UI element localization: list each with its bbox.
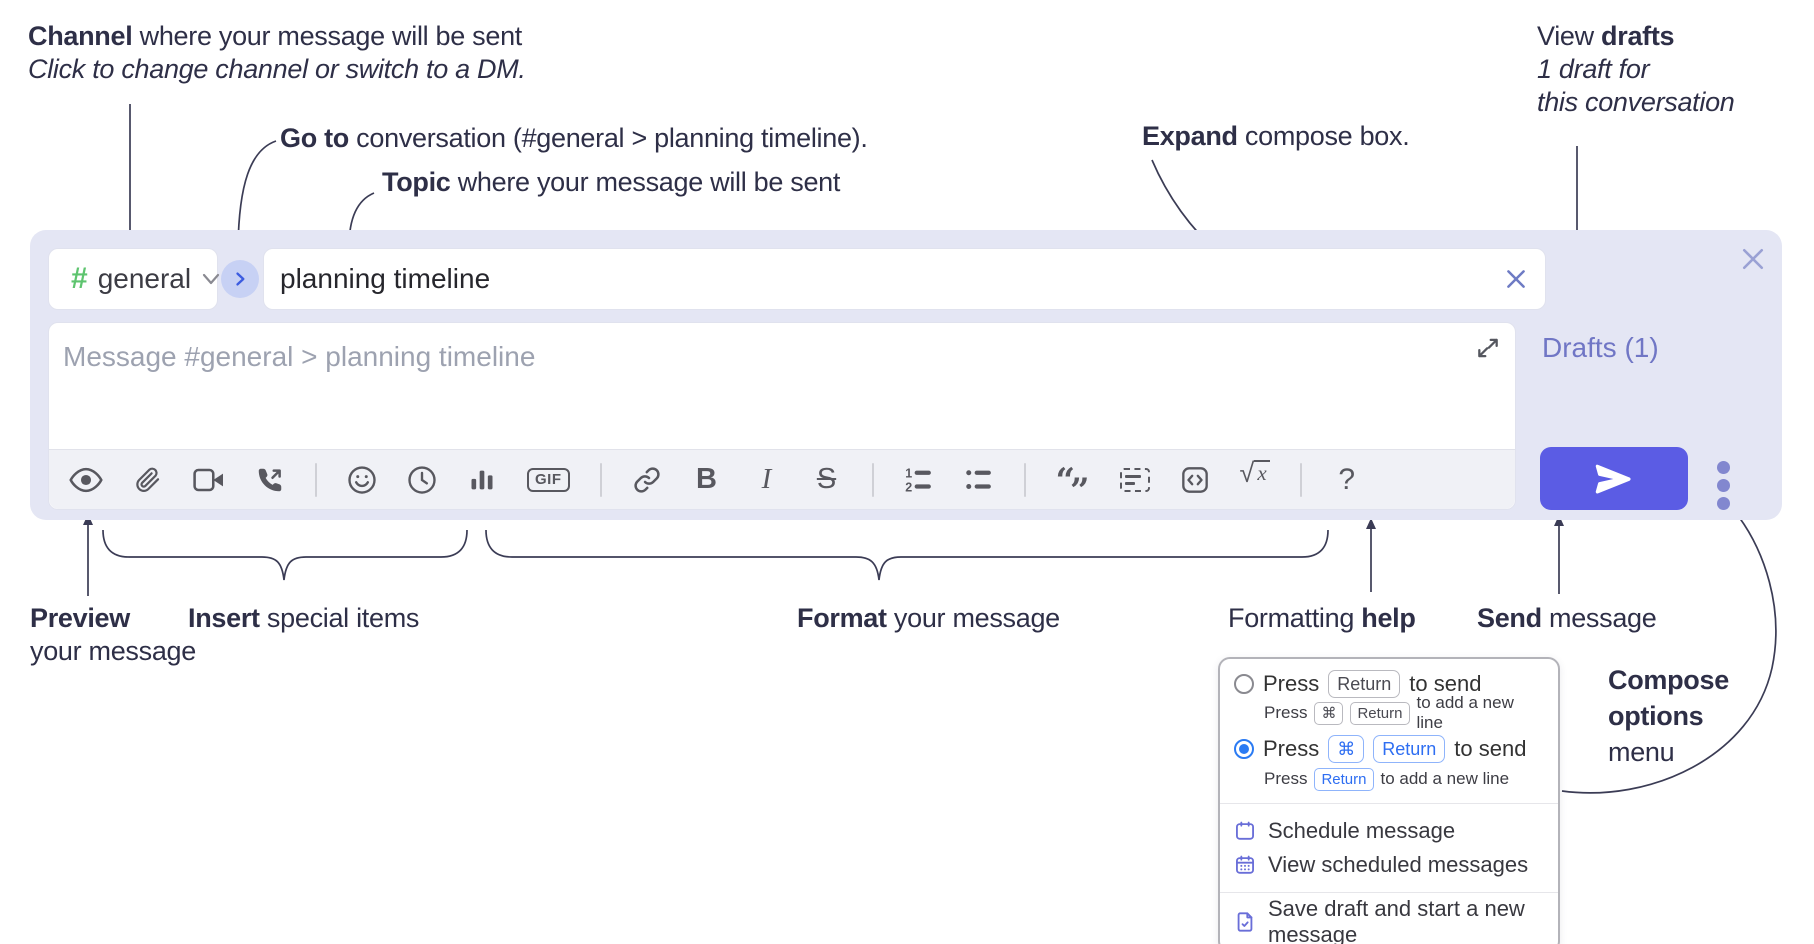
return-key: Return [1328,670,1401,698]
toolbar-divider [599,462,602,497]
calendar-icon [1234,820,1256,842]
send-plane-icon [1594,463,1634,495]
quote-glyphs: “ ” [1055,460,1090,511]
svg-text:2: 2 [905,480,912,494]
option-text: to send [1409,671,1482,696]
quote-icon[interactable]: “ ” [1055,460,1090,511]
toolbar-divider [871,462,874,497]
sqrt-glyph: √ [1239,457,1255,488]
drafts-link[interactable]: Drafts (1) [1542,332,1659,363]
radio-unselected[interactable] [1234,674,1254,694]
chevron-down-icon [201,272,221,286]
goto-annotation: Go to conversation (#general > planning … [280,123,868,153]
close-compose-icon[interactable] [1738,244,1768,274]
menu-item-label: View scheduled messages [1268,852,1529,877]
expand-annotation: Expand compose box. [1142,121,1410,151]
send-annotation: Send message [1477,603,1657,633]
audio-call-icon[interactable] [255,460,285,500]
attach-paperclip-icon[interactable] [133,460,163,500]
gif-label: GIF [527,467,570,492]
menu-item-label: Save draft and start a new message [1268,896,1525,944]
option-text: Press [1263,736,1320,761]
toolbar-divider [1023,462,1026,497]
toolbar-divider [315,462,317,497]
topic-annotation: Topic where your message will be sent [382,167,841,197]
option-enter-to-send[interactable]: Press Return to send [1234,669,1544,699]
format-brace [485,529,1329,581]
draft-check-icon [1234,911,1256,933]
menu-item-view-scheduled-messages[interactable]: View scheduled messages [1234,848,1544,882]
compose-options-popup: Press Return to send Press ⌘ Return to a… [1218,657,1560,944]
toolbar-divider [1299,462,1302,497]
clear-topic-icon[interactable] [1503,266,1529,292]
send-button[interactable] [1540,447,1688,510]
draft-section: Save draft and start a new message [1220,892,1558,944]
link-icon[interactable] [632,460,662,500]
insert-annotation: Insert special items [188,603,420,633]
expand-compose-icon[interactable] [1475,335,1501,361]
format-annotation: Format your message [797,603,1060,633]
insert-brace [102,529,468,581]
topic-field [263,248,1546,310]
return-key: Return [1314,767,1374,791]
chevron-right-icon [230,269,250,289]
compose-toolbar: GIF B I S 1 2 [49,449,1515,511]
bold-icon[interactable]: B [696,463,717,495]
numbered-list-icon[interactable]: 1 2 [904,460,934,500]
compose-box: # general Message #general > planning ti… [30,230,1782,520]
return-key: Return [1350,701,1410,725]
gif-icon[interactable]: GIF [527,460,570,500]
math-icon[interactable]: √x [1239,457,1270,500]
poll-chart-icon[interactable] [467,460,497,500]
strikethrough-icon[interactable]: S [816,463,837,495]
return-key: Return [1373,735,1446,763]
spoiler-icon[interactable] [1119,460,1150,500]
message-placeholder: Message #general > planning timeline [63,341,536,372]
schedule-section: Schedule message View scheduled messages [1220,803,1558,892]
go-to-conversation-button[interactable] [221,260,259,298]
option-text: to send [1454,736,1527,761]
compose-options-annotation: Compose options menu [1608,665,1729,767]
channel-selector[interactable]: # general [48,248,221,310]
formatting-help-annotation: Formatting help [1228,603,1416,633]
channel-name: general [97,263,192,294]
send-shortcut-options: Press Return to send Press ⌘ Return to a… [1220,659,1558,803]
math-var-glyph: x [1254,459,1270,485]
option-cmd-enter-to-send-hint: Press Return to add a new line [1264,767,1544,791]
cmd-key: ⌘ [1328,735,1365,763]
view-drafts-annotation: View drafts 1 draft for this conversatio… [1537,21,1735,117]
menu-item-schedule-message[interactable]: Schedule message [1234,814,1544,848]
spoiler-glyph [1119,467,1150,492]
channel-hash-icon: # [71,262,88,295]
emoji-smiley-icon[interactable] [347,460,377,500]
radio-selected[interactable] [1234,739,1254,759]
menu-item-label: Schedule message [1268,818,1456,843]
compose-options-dots-icon[interactable] [1717,461,1730,510]
video-call-icon[interactable] [193,460,225,500]
bulleted-list-icon[interactable] [964,460,994,500]
calendar-grid-icon [1234,854,1256,876]
topic-input[interactable] [278,262,1503,296]
code-icon[interactable] [1180,460,1210,500]
option-cmd-enter-to-send[interactable]: Press ⌘ Return to send [1234,733,1544,765]
help-icon[interactable]: ? [1338,462,1355,496]
option-enter-to-send-hint: Press ⌘ Return to add a new line [1264,693,1514,732]
message-input-area[interactable]: Message #general > planning timeline [48,322,1516,511]
svg-text:1: 1 [905,466,912,480]
schedule-clock-icon[interactable] [407,460,437,500]
cmd-key: ⌘ [1314,701,1344,725]
preview-annotation: Preview your message [30,603,196,666]
menu-item-save-draft[interactable]: Save draft and start a new message [1234,896,1544,944]
channel-annotation: Channel where your message will be sent … [28,21,526,84]
italic-icon[interactable]: I [761,463,772,495]
preview-eye-icon[interactable] [69,460,103,500]
option-text: Press [1263,671,1320,696]
